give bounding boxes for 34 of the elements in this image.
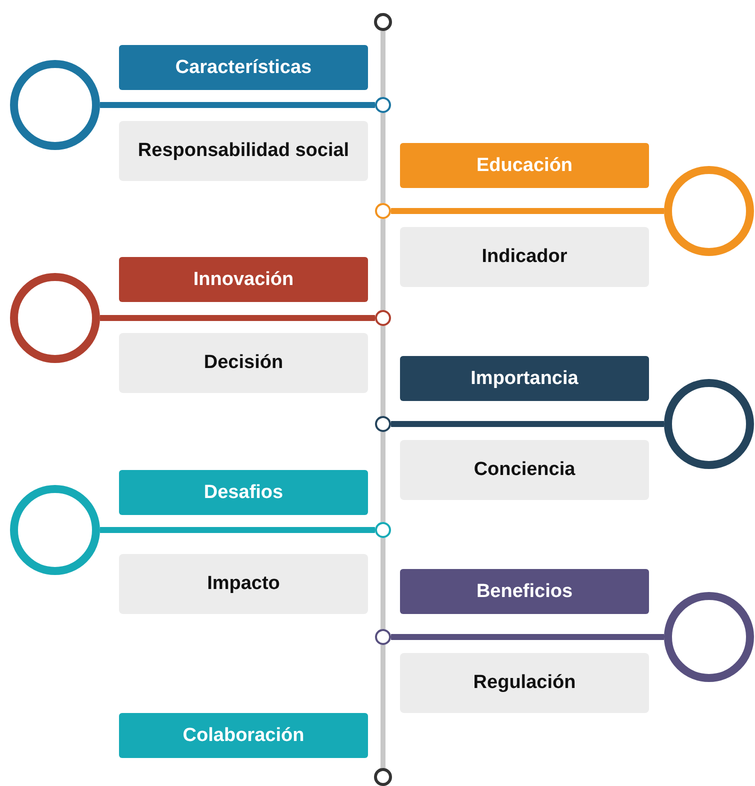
topic-card: Regulación (400, 653, 649, 713)
topic-card: Responsabilidad social (119, 121, 368, 181)
branch-connector (100, 527, 375, 533)
timeline-end-cap (374, 13, 392, 31)
category-banner: Importancia (400, 356, 649, 401)
topic-card: Decisión (119, 333, 368, 393)
timeline-line (380, 31, 386, 97)
timeline-line (380, 113, 386, 203)
timeline-line (380, 219, 386, 310)
branch-connector (391, 421, 664, 427)
timeline-line (380, 432, 386, 522)
category-banner: Innovación (119, 257, 368, 302)
timeline-dot (375, 416, 391, 432)
category-banner: Educación (400, 143, 649, 188)
timeline-line (380, 326, 386, 416)
topic-card: Conciencia (400, 440, 649, 500)
branch-connector (391, 634, 664, 640)
timeline-end-cap (374, 768, 392, 786)
category-banner: Colaboración (119, 713, 368, 758)
topic-card: Impacto (119, 554, 368, 614)
branch-connector (100, 315, 375, 321)
timeline-dot (375, 310, 391, 326)
timeline-dot (375, 522, 391, 538)
timeline-line (380, 538, 386, 629)
branch-connector (391, 208, 664, 214)
timeline-dot (375, 629, 391, 645)
category-banner: Beneficios (400, 569, 649, 614)
timeline-line (380, 645, 386, 768)
category-banner: Desafios (119, 470, 368, 515)
timeline-dot (375, 97, 391, 113)
category-banner: Características (119, 45, 368, 90)
topic-card: Indicador (400, 227, 649, 287)
branch-connector (100, 102, 375, 108)
timeline-dot (375, 203, 391, 219)
